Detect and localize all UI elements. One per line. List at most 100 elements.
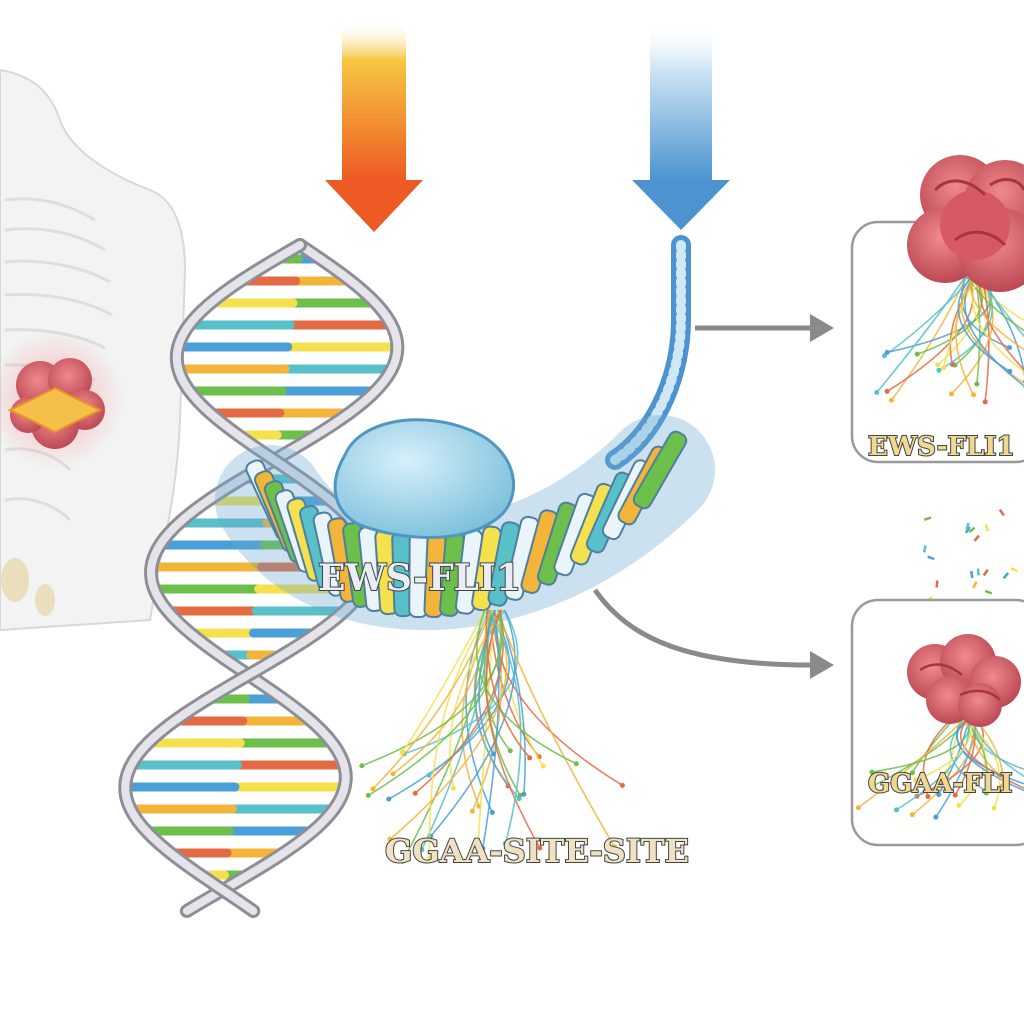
fiber-strand — [969, 274, 1024, 351]
fiber-end-dot — [412, 790, 418, 796]
fiber-end-dot — [370, 786, 376, 792]
fragment — [984, 524, 989, 532]
fragment — [923, 516, 932, 521]
fiber-strand — [430, 609, 516, 837]
fiber-end-dot — [490, 751, 496, 757]
fiber-end-dot — [427, 855, 433, 861]
fiber-strand — [876, 274, 967, 394]
fiber-end-dot — [941, 365, 947, 371]
fiber-end-dot — [855, 805, 861, 811]
fiber-strand — [964, 274, 1024, 332]
fiber-end-dot — [974, 381, 980, 387]
fiber-end-dot — [869, 769, 875, 775]
fiber-strand — [401, 609, 487, 753]
fragment — [998, 508, 1005, 517]
fiber-strand — [487, 609, 522, 844]
fiber-end-dot — [909, 812, 915, 818]
fiber-strand — [392, 609, 488, 775]
panel-bottom-tumor-icon — [907, 634, 1021, 727]
outcome-panel-bottom: GGAA-FLI — [850, 598, 1024, 847]
human-torso-illustration — [0, 68, 187, 632]
fiber-strand — [890, 274, 967, 401]
fiber-end-dot — [386, 796, 392, 802]
fiber-end-dot — [612, 844, 618, 850]
single-strand-tube-highlight — [610, 240, 686, 465]
fiber-end-dot — [399, 749, 405, 755]
fiber-end-dot — [390, 771, 396, 777]
fiber-end-dot — [387, 836, 393, 842]
helix-backbone — [147, 241, 402, 915]
fiber-end-dot — [999, 783, 1005, 789]
fragment — [1010, 567, 1018, 573]
bound-base-block — [632, 430, 688, 510]
fiber-end-dot — [971, 392, 977, 398]
fiber-end-dot — [956, 803, 962, 809]
fragment — [976, 568, 980, 576]
fiber-end-dot — [419, 847, 425, 853]
fiber-end-dot — [936, 792, 942, 798]
fiber-end-dot — [933, 814, 939, 820]
fiber-end-dot — [359, 763, 365, 769]
panel-top-label: EWS-FLI1 — [868, 432, 1015, 462]
fragment — [935, 580, 939, 588]
fiber-end-dot — [982, 399, 988, 405]
fiber-end-dot — [909, 770, 915, 776]
fiber-end-dot — [475, 841, 481, 847]
transcription-fibers — [359, 609, 625, 864]
fiber-strand — [372, 609, 492, 790]
fiber-end-dot — [881, 353, 887, 359]
fiber-end-dot — [884, 388, 890, 394]
fiber-end-dot — [527, 755, 533, 761]
fiber-strand — [485, 609, 541, 849]
fiber-end-dot — [893, 807, 899, 813]
fiber-end-dot — [537, 845, 543, 851]
fiber-end-dot — [914, 351, 920, 357]
fragment — [972, 581, 978, 589]
fiber-strand — [485, 609, 531, 759]
fiber-end-dot — [936, 367, 942, 373]
panel-bottom-label: GGAA-FLI — [868, 769, 1012, 799]
blue-down-arrow — [632, 20, 730, 230]
outcome-panel-top: EWS-FLI1 — [850, 155, 1024, 464]
pelvis-bones — [1, 558, 55, 616]
fiber-strand — [478, 609, 496, 755]
fiber-strand — [960, 714, 1024, 789]
fiber-end-dot — [884, 349, 890, 355]
fiber-end-dot — [365, 792, 371, 798]
fiber-end-dot — [489, 809, 495, 815]
protein-label: EWS-FLI1 — [318, 557, 521, 599]
fiber-end-dot — [983, 790, 989, 796]
fiber-strand — [949, 714, 987, 792]
fiber-strand — [971, 274, 1024, 373]
fiber-end-dot — [1007, 368, 1013, 374]
fiber-end-dot — [869, 784, 875, 790]
fragment — [968, 526, 976, 533]
bound-dna-segment — [215, 415, 715, 631]
fragment — [965, 522, 970, 531]
fiber-strand — [497, 609, 616, 848]
fiber-end-dot — [573, 761, 579, 767]
fiber-end-dot — [507, 748, 513, 754]
fiber-end-dot — [925, 794, 931, 800]
fiber-end-dot — [1007, 345, 1013, 351]
fiber-strand — [493, 609, 623, 787]
binding-site-label: GGAA-SITE-SITE — [385, 832, 689, 870]
fiber-end-dot — [991, 805, 997, 811]
fiber-end-dot — [450, 785, 456, 791]
fragment — [984, 589, 993, 595]
fiber-strand — [956, 714, 1024, 792]
fragment — [970, 570, 974, 579]
fiber-strand — [957, 274, 1011, 373]
fiber-end-dot — [889, 397, 895, 403]
fragment — [922, 545, 927, 553]
fiber-strand — [965, 274, 1024, 322]
fiber-end-dot — [400, 858, 406, 864]
fiber-end-dot — [952, 792, 958, 798]
fragment — [982, 568, 989, 577]
fiber-strand — [896, 714, 970, 811]
fiber-strand — [428, 609, 493, 859]
orange-down-arrow — [325, 20, 423, 232]
fiber-end-dot — [469, 808, 475, 814]
fiber-end-dot — [502, 841, 508, 847]
